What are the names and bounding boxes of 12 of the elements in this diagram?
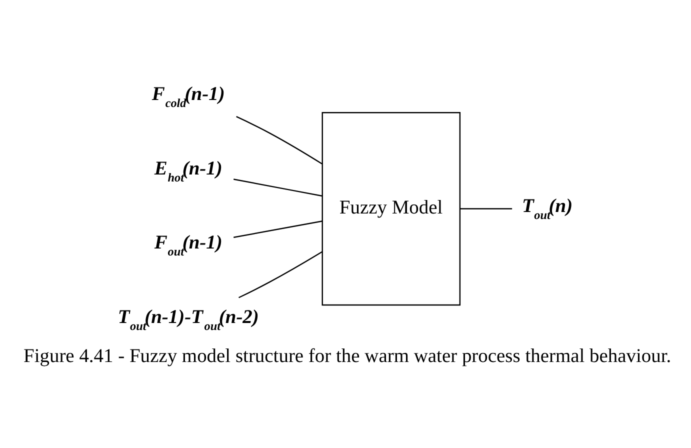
caption: Figure 4.41 - Fuzzy model structure for the warm water process thermal behaviour. (24, 346, 672, 367)
node-text: T$_{out}$(n) (522, 196, 573, 222)
connector (234, 178, 322, 197)
node-text: F$_{cold}$(n-1) (152, 84, 225, 110)
connector (460, 208, 512, 210)
connector (238, 251, 322, 298)
node-box: Fuzzy Model (322, 112, 461, 306)
node-text: E$_{hot}$(n-1) (154, 158, 222, 184)
node-text: F$_{out}$(n-1) (154, 232, 222, 259)
node-text: T$_{out}$(n-1)-T$_{out}$(n-2) (118, 306, 259, 333)
connector (236, 116, 322, 164)
connector (234, 220, 322, 238)
